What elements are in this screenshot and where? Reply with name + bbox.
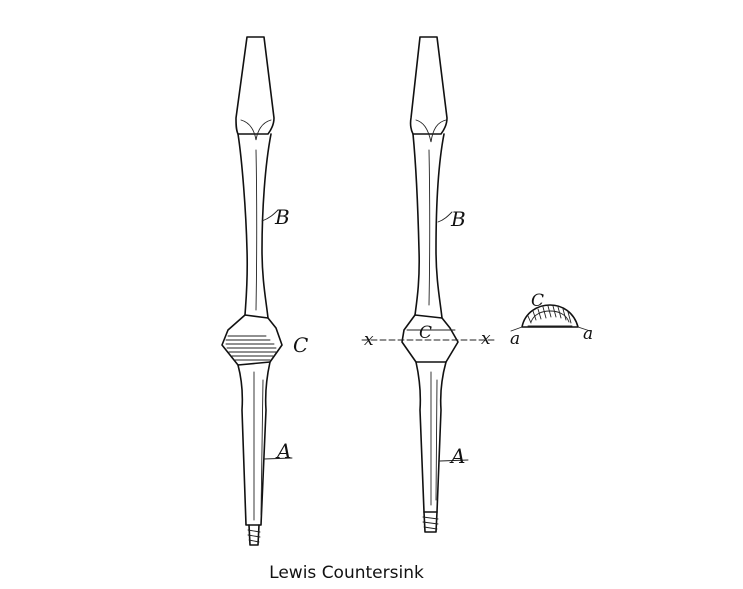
figure-1-countersink: B C A [221,36,308,546]
fig2-label-x-right: x [481,329,491,349]
fig1-label-b: B [274,205,290,229]
section-label-a-right: a [583,324,593,344]
figure-caption: Lewis Countersink [269,563,424,583]
cutter-hatching [225,335,277,361]
fig2-label-a: A [449,444,465,468]
fig2-label-x-left: x [364,330,374,350]
section-label-c: C [531,291,544,311]
section-hatching [527,305,572,324]
fig2-label-b: B [450,207,466,231]
fig1-label-c: C [293,333,308,357]
section-label-a-left: a [510,329,520,349]
fig2-label-c: C [419,323,432,343]
cross-section-detail: C a a [510,291,593,349]
fig1-label-a: A [275,439,291,463]
figure-2-countersink: x x B C A [361,36,497,533]
